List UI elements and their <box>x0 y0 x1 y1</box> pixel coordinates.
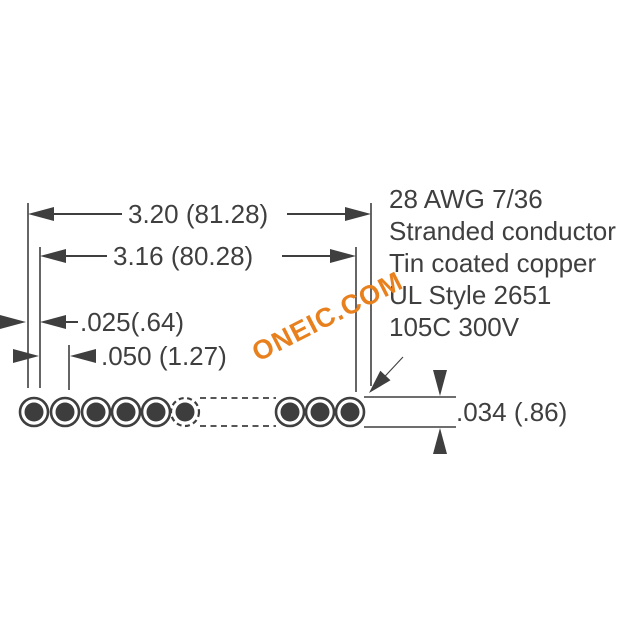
note-line-awg: 28 AWG 7/36 <box>389 184 543 214</box>
arrowhead-left-icon <box>40 315 66 329</box>
conductor-core <box>24 402 44 422</box>
dimension-pitch: .050 (1.27) <box>13 341 227 371</box>
conductor-core <box>340 402 360 422</box>
dimension-label-edge-margin: .025(.64) <box>80 307 184 337</box>
conductor-core <box>310 402 330 422</box>
dimension-label-conductor-span: 3.16 (80.28) <box>113 241 253 271</box>
arrowhead-right-icon <box>345 207 371 221</box>
conductor-core <box>116 402 136 422</box>
dimension-overall-width: 3.20 (81.28) <box>28 199 371 229</box>
arrowhead-left-icon <box>28 207 54 221</box>
dimension-thickness: .034 (.86) <box>433 370 567 454</box>
conductor-core <box>146 402 166 422</box>
conductor-core <box>280 402 300 422</box>
arrowhead-left-icon <box>40 249 66 263</box>
arrowhead-up-icon <box>433 428 447 454</box>
note-line-stranded: Stranded conductor <box>389 216 616 246</box>
note-leader <box>369 356 404 393</box>
dimension-conductor-span: 3.16 (80.28) <box>40 241 356 271</box>
conductor-core <box>55 402 75 422</box>
arrowhead-right-icon <box>330 249 356 263</box>
watermark-text: ONEIC.COM <box>247 266 408 368</box>
dimension-label-pitch: .050 (1.27) <box>101 341 227 371</box>
note-line-tin: Tin coated copper <box>389 248 597 278</box>
cable-cross-section <box>18 396 366 428</box>
leader-arrowhead-icon <box>369 370 391 393</box>
dimension-label-overall-width: 3.20 (81.28) <box>128 199 268 229</box>
arrowhead-down-icon <box>433 370 447 396</box>
conductor-core <box>175 402 195 422</box>
arrowhead-right-icon <box>0 315 26 329</box>
note-line-ul-style: UL Style 2651 <box>389 280 551 310</box>
arrowhead-left-icon <box>70 349 96 363</box>
dimension-label-thickness: .034 (.86) <box>456 397 567 427</box>
spec-note-block: 28 AWG 7/36 Stranded conductor Tin coate… <box>389 184 616 342</box>
arrowhead-right-icon <box>13 349 39 363</box>
note-line-rating: 105C 300V <box>389 312 520 342</box>
dimension-edge-margin: .025(.64) <box>0 307 184 337</box>
conductor-core <box>86 402 106 422</box>
